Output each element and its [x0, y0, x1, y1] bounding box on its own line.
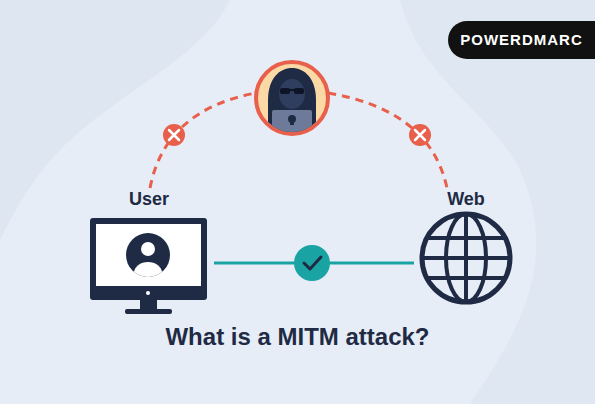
brand-logo: POWERDMARC: [448, 21, 595, 59]
check-mark: [294, 245, 330, 281]
diagram-title: What is a MITM attack?: [0, 322, 595, 352]
node-label: User: [84, 188, 214, 210]
intercept-arc: [328, 93, 447, 188]
background-blob: [0, 0, 230, 240]
blocked-mark: [163, 124, 185, 146]
hacker-icon: [256, 62, 328, 135]
node-box: Web: [414, 188, 518, 304]
node-label: Web: [414, 188, 518, 210]
computer-icon: [90, 218, 207, 314]
intercept-arc: [150, 93, 256, 188]
blocked-mark: [409, 124, 431, 146]
logo-badge: POWERDMARC: [448, 21, 595, 59]
node-box: User: [84, 188, 214, 312]
globe-icon: [422, 214, 510, 302]
